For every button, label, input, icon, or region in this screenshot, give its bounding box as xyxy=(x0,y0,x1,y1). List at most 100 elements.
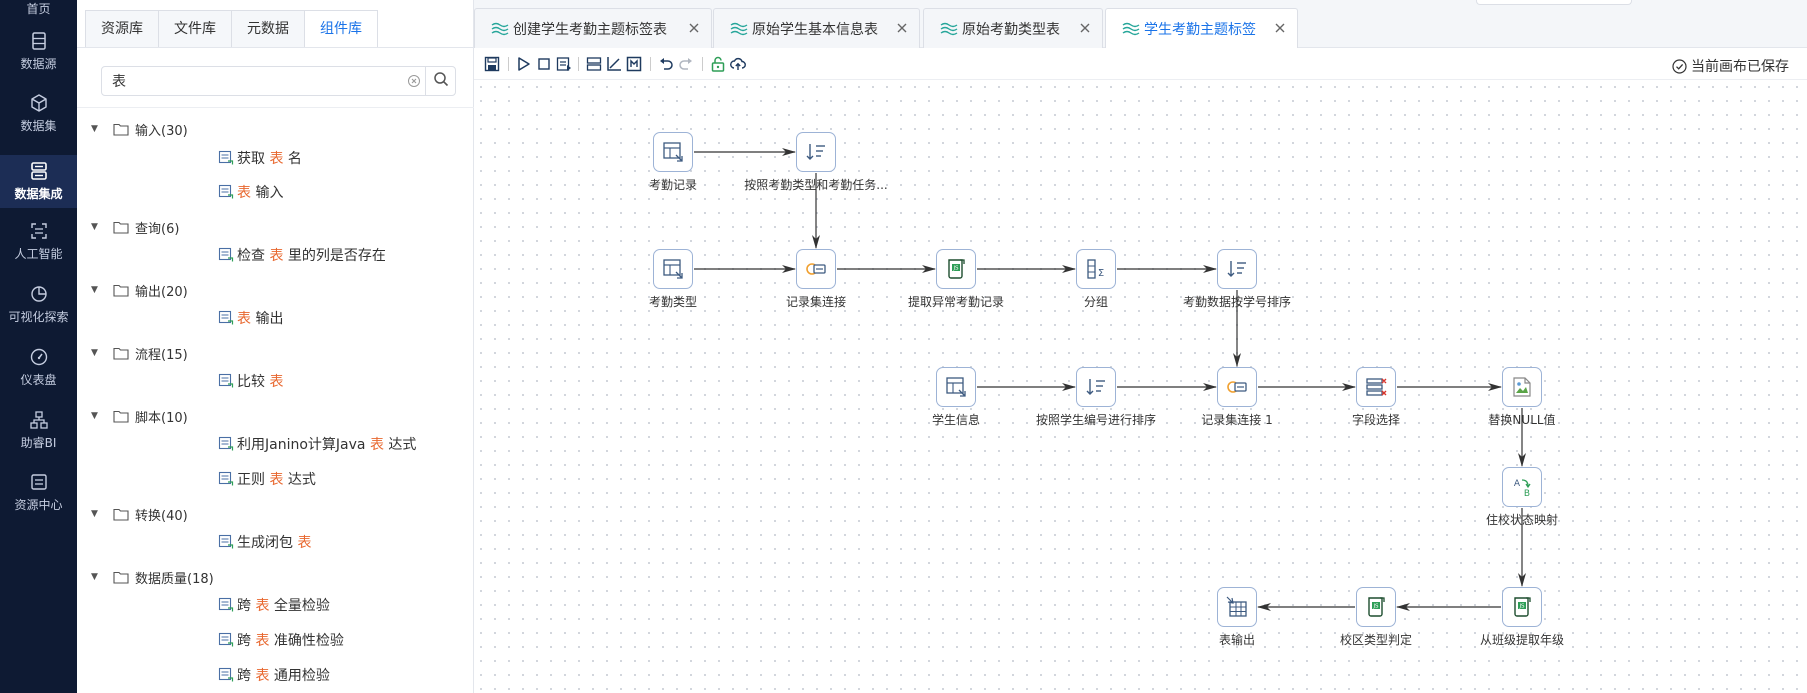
caret-down-icon[interactable]: ▼ xyxy=(91,509,98,519)
tree-leaf-item[interactable]: 检查 表 里的列是否存在 xyxy=(218,244,386,266)
unlock-icon[interactable] xyxy=(710,56,726,72)
flow-node-label: 考勤类型 xyxy=(648,295,698,309)
tree-leaf-item[interactable]: 生成闭包 表 xyxy=(218,531,311,553)
flow-node[interactable] xyxy=(796,132,836,172)
flow-node[interactable] xyxy=(1217,367,1257,407)
flow-node[interactable] xyxy=(1356,367,1396,407)
flow-node[interactable]: JS xyxy=(1356,587,1396,627)
tree-leaf-item[interactable]: 利用Janino计算Java 表 达式 xyxy=(218,433,416,455)
tree-leaf-item[interactable]: 跨 表 全量检验 xyxy=(218,594,330,616)
flow-node[interactable] xyxy=(796,249,836,289)
grid-layout-icon[interactable] xyxy=(626,56,642,72)
tree-category[interactable]: ▼输出(20) xyxy=(91,279,188,301)
editor-tab-create-attendance-label-table[interactable]: 创建学生考勤主题标签表 xyxy=(474,8,712,48)
close-icon[interactable] xyxy=(687,21,701,35)
flow-node[interactable] xyxy=(653,132,693,172)
caret-down-icon[interactable]: ▼ xyxy=(91,572,98,582)
tree-category[interactable]: ▼数据质量(18) xyxy=(91,566,214,588)
search-input[interactable] xyxy=(102,67,403,95)
sort-icon xyxy=(1225,257,1249,281)
nav-item-visual-explore[interactable]: 可视化探索 xyxy=(0,275,77,333)
upload-cloud-icon[interactable] xyxy=(730,56,746,72)
nav-item-resource-center[interactable]: 资源中心 xyxy=(0,463,77,521)
flow-node[interactable]: Σ xyxy=(1076,249,1116,289)
debug-icon[interactable] xyxy=(556,56,572,72)
svg-text:A: A xyxy=(1514,479,1521,489)
closure-icon xyxy=(218,534,234,550)
flow-node[interactable] xyxy=(936,367,976,407)
save-icon[interactable] xyxy=(484,56,500,72)
close-icon[interactable] xyxy=(1273,21,1287,35)
leaf-text-prefix: 跨 xyxy=(237,668,256,684)
close-icon[interactable] xyxy=(1078,21,1092,35)
tree-leaf-item[interactable]: 获取 表 名 xyxy=(218,147,302,169)
tree-category[interactable]: ▼转换(40) xyxy=(91,503,188,525)
flow-node-label: 记录集连接 xyxy=(785,295,847,309)
tree-category[interactable]: ▼查询(6) xyxy=(91,216,179,238)
search-button[interactable] xyxy=(425,67,455,95)
nav-label: 数据集成 xyxy=(14,187,63,201)
tab-component-library[interactable]: 组件库 xyxy=(304,10,378,48)
flow-node[interactable] xyxy=(1217,587,1257,627)
nav-label: 资源中心 xyxy=(14,497,63,512)
redo-icon[interactable] xyxy=(678,56,694,72)
editor-tab-bar: 创建学生考勤主题标签表 原始学生基本信息表 原始考勤类型表 学生考勤主题标签 xyxy=(474,0,1807,48)
pie-chart-icon xyxy=(29,284,49,304)
tab-file-library[interactable]: 文件库 xyxy=(158,10,231,48)
panel-tabs: 资源库 文件库 元数据 组件库 xyxy=(85,10,378,48)
tree-leaf-item[interactable]: 跨 表 通用检验 xyxy=(218,664,330,686)
flow-node[interactable]: JS xyxy=(936,249,976,289)
caret-down-icon[interactable]: ▼ xyxy=(91,222,98,232)
caret-down-icon[interactable]: ▼ xyxy=(91,411,98,421)
leaf-text-suffix: 通用检验 xyxy=(269,668,330,684)
editor-tab-raw-student-info[interactable]: 原始学生基本信息表 xyxy=(713,8,920,48)
divider xyxy=(77,107,474,108)
nav-item-zhurui-bi[interactable]: 助睿BI xyxy=(0,401,77,459)
caret-down-icon[interactable]: ▼ xyxy=(91,348,98,358)
flow-node[interactable] xyxy=(1076,367,1116,407)
tree-category[interactable]: ▼输入(30) xyxy=(91,118,188,140)
chart-axis-icon[interactable] xyxy=(606,56,622,72)
transform-wave-icon xyxy=(940,22,958,36)
caret-down-icon[interactable]: ▼ xyxy=(91,285,98,295)
tree-leaf-item[interactable]: 正则 表 达式 xyxy=(218,468,316,490)
tree-leaf-item[interactable]: 比较 表 xyxy=(218,370,283,392)
nav-item-ai[interactable]: 人工智能 xyxy=(0,212,77,270)
stop-icon[interactable] xyxy=(536,56,552,72)
caret-down-icon[interactable]: ▼ xyxy=(91,124,98,134)
top-edge-element xyxy=(1476,0,1632,5)
flow-node[interactable] xyxy=(653,249,693,289)
leaf-text-highlight: 表 xyxy=(255,598,270,614)
tab-repository[interactable]: 资源库 xyxy=(85,10,158,48)
tree-leaf-item[interactable]: 表 输出 xyxy=(218,307,283,329)
nav-item-dataset[interactable]: 数据集 xyxy=(0,84,77,142)
flow-node[interactable] xyxy=(1217,249,1257,289)
tab-metadata[interactable]: 元数据 xyxy=(231,10,304,48)
nav-item-home[interactable]: 首页 xyxy=(26,2,51,16)
align-icon[interactable] xyxy=(586,56,602,72)
table-input-icon xyxy=(944,375,968,399)
toolbar-separator xyxy=(702,57,703,71)
tree-leaf-item[interactable]: 表 输入 xyxy=(218,181,283,203)
flow-node-label: 住校状态映射 xyxy=(1485,513,1559,527)
leaf-text-suffix: 里的列是否存在 xyxy=(283,248,386,264)
nav-item-data-integration[interactable]: 数据集成 xyxy=(0,155,77,208)
tree-category[interactable]: ▼流程(15) xyxy=(91,342,188,364)
editor-tab-student-attendance-label[interactable]: 学生考勤主题标签 xyxy=(1105,8,1298,48)
tree-leaf-item[interactable]: 跨 表 准确性检验 xyxy=(218,629,344,651)
nav-item-datasource[interactable]: 数据源 xyxy=(0,22,77,80)
editor-tab-raw-attendance-type[interactable]: 原始考勤类型表 xyxy=(923,8,1103,48)
nav-item-dashboard[interactable]: 仪表盘 xyxy=(0,338,77,396)
toolbar-separator xyxy=(508,57,509,71)
leaf-text-prefix: 跨 xyxy=(237,633,256,649)
close-icon[interactable] xyxy=(895,21,909,35)
run-icon[interactable] xyxy=(516,56,532,72)
undo-icon[interactable] xyxy=(658,56,674,72)
leaf-text-suffix: 名 xyxy=(283,151,302,167)
clear-icon[interactable] xyxy=(403,67,425,95)
flow-node[interactable] xyxy=(1502,367,1542,407)
tree-category[interactable]: ▼脚本(10) xyxy=(91,405,188,427)
flow-node[interactable]: JS xyxy=(1502,587,1542,627)
